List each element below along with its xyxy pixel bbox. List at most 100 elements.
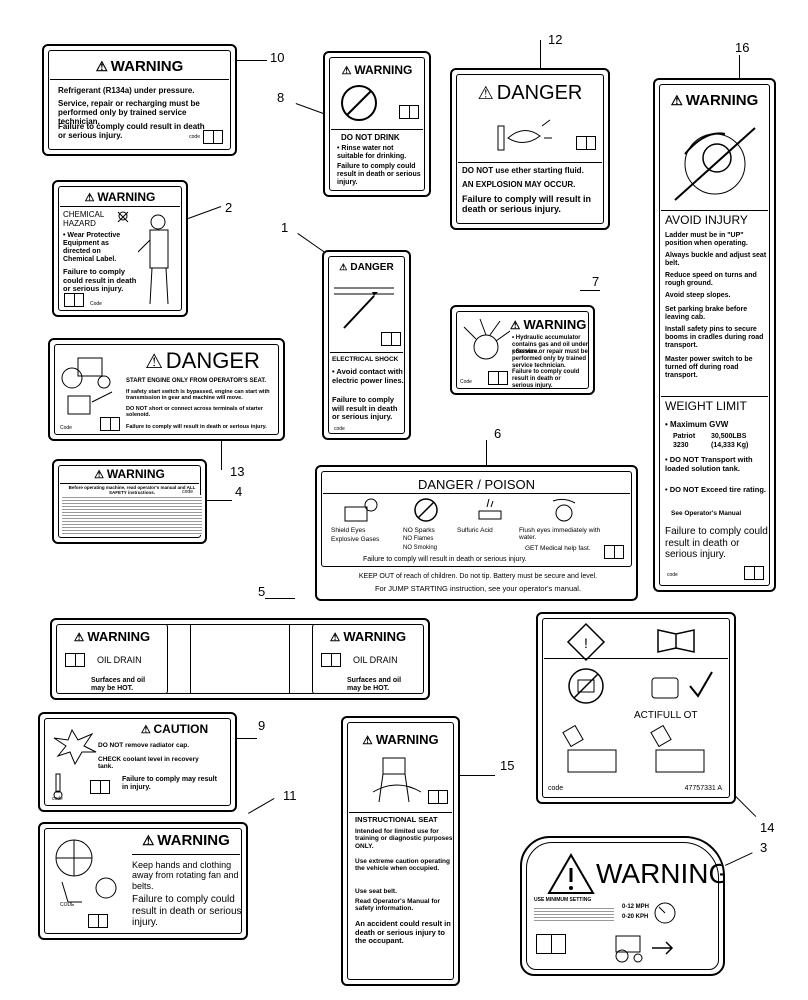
decal-16-item-7: Master power switch to be turned off dur… [665,356,753,380]
decal-11-line1: Keep hands and clothing away from rotati… [132,860,239,891]
callout-1: 1 [281,220,289,235]
decal-15-fail: An accident could result in death or ser… [355,919,451,946]
leader-11 [248,798,275,814]
callout-8: 8 [277,90,285,105]
eye-protection-icon [344,498,378,522]
decal-12-line3: Failure to comply will result in death o… [462,194,592,215]
manual-book-icon [399,105,419,119]
diamond-warning-icon: ! [566,622,606,662]
decal-12-line2: AN EXPLOSION MAY OCCUR. [462,180,576,189]
decal-5-right-header: ⚠WARNING [329,629,407,644]
decal-16-item-3: Reduce speed on turns and rough ground. [665,272,757,288]
decal-7-header: ⚠WARNING [510,317,587,332]
manual-book-icon [488,371,508,385]
callout-3: 3 [760,840,768,855]
decal-5-left-panel: ⚠WARNING OIL DRAIN Surfaces and oil may … [56,624,168,694]
decal-8-line1: • Rinse water not suitable for drinking. [337,145,407,161]
decal-6-bottom-line1: KEEP OUT of reach of children. Do not ti… [358,573,598,580]
decal-15-header: ⚠WARNING [362,732,439,747]
warning-triangle-icon: ⚠ [329,631,341,644]
manual-book-icon [381,332,401,346]
warning-triangle-icon: ⚠ [145,351,163,373]
decal-14-fuel-additive: ! ACTIFULL OT code 47757331 A [536,612,736,804]
decal-16-patriot-value: 30,500LBS [711,433,747,440]
decal-15-item-2: Use extreme caution operating the vehicl… [355,858,450,873]
warning-triangle-icon: ⚠ [362,734,373,747]
decal-16-header: ⚠WARNING [670,92,759,109]
callout-13: 13 [230,464,245,479]
warning-triangle-icon: ⚠ [84,192,95,204]
decal-16-item-4: Avoid steep slopes. [665,292,731,299]
decal-16-weight-title: WEIGHT LIMIT [665,399,747,413]
decal-6-medical-help: GET Medical help fast. [525,545,591,552]
manual-book-icon [65,653,85,667]
decal-3-speed-mph: 0-12 MPH [622,904,650,910]
decal-5-right-line: Surfaces and oil may be HOT. [347,677,402,693]
leader-5 [265,598,295,599]
decal-7-hydraulic-accumulator: ⚠WARNING • Hydraulic accumulator contain… [450,305,595,395]
callout-16: 16 [735,40,750,55]
decal-11-header: ⚠WARNING [142,832,230,849]
decal-12-line1: DO NOT use ether starting fluid. [462,166,584,175]
warning-triangle-icon: ⚠ [142,833,155,848]
callout-15: 15 [500,758,515,773]
engine-ok-icon [651,671,713,699]
leader-9 [237,738,257,739]
skull-crossbones-icon [117,211,129,223]
decal-10-line1: Refrigerant (R134a) under pressure. [58,86,195,95]
pour-tank-icon [650,724,705,773]
decal-6-explosive: Explosive Gases [331,536,380,543]
decal-14-part-number: 47757331 A [684,785,722,792]
decal-13-line2: If safety start switch is bypassed, engi… [126,389,270,402]
decal-13-line1: START ENGINE ONLY FROM OPERATOR'S SEAT. [126,378,266,384]
svg-text:!: ! [584,635,588,651]
decal-7-line3: Failure to comply could result in death … [512,369,580,389]
eye-flush-icon [552,498,576,522]
seated-person-icon [372,757,422,803]
manual-book-icon [90,780,110,794]
pour-tank-icon [562,724,617,773]
decal-1-line2: Failure to comply will result in death o… [332,395,398,422]
decal-2-line1: • Wear Protective Equipment as directed … [63,232,121,264]
warning-triangle-icon: ⚠ [477,83,494,103]
decal-6-bottom-line2: For JUMP STARTING instruction, see your … [374,584,582,593]
explosion-hand-icon [497,119,552,151]
decal-6-no-smoking: NO Smoking [403,545,438,551]
decal-12-ether-danger: ⚠DANGER DO NOT use ether starting fluid.… [450,68,610,230]
decal-10-refrigerant-warning: ⚠WARNING Refrigerant (R134a) under press… [42,44,237,156]
decal-16-model: 3230 [673,442,689,449]
warning-triangle-icon: ⚠ [670,93,683,108]
decal-8-line2: Failure to comply could result in death … [337,163,421,187]
decal-15-title: INSTRUCTIONAL SEAT [355,815,438,824]
decal-1-title: ELECTRICAL SHOCK [332,356,399,363]
manual-book-icon [536,934,566,954]
warning-triangle-icon: ⚠ [140,724,151,736]
leader-7 [580,290,600,291]
decal-8-do-not-drink: ⚠WARNING DO NOT DRINK • Rinse water not … [323,51,431,197]
callout-10: 10 [270,50,285,65]
manual-book-icon [100,417,120,431]
decal-8-header: ⚠WARNING [341,63,413,77]
callout-5: 5 [258,584,266,599]
decal-16-gvw: • Maximum GVW [665,420,729,429]
decal-9-line3: Failure to comply may result in injury. [122,776,217,792]
fan-belt-hand-icon [55,839,117,903]
decal-1-header: ⚠DANGER [339,262,394,273]
decal-4-code: code [182,489,193,495]
no-drinking-icon [341,85,377,121]
callout-6: 6 [494,426,502,441]
decal-15-item-1: Intended for limited use for training or… [355,828,453,850]
decal-16-item-6: Install safety pins to secure booms in c… [665,326,764,350]
callout-11: 11 [283,788,297,803]
decal-10-line2: Service, repair or recharging must be pe… [58,99,200,127]
decal-4-fineprint [62,495,202,535]
decal-14-code: code [548,785,564,792]
decal-3-minimum-setting-warning: WARNING USE MINIMUM SETTING 0-12 MPH 0-2… [520,836,725,976]
callout-14: 14 [760,820,775,835]
no-engine-icon [568,668,604,704]
decal-8-title: DO NOT DRINK [341,133,400,142]
decal-4-operating-warning: ⚠WARNING Before operating machine, read … [52,459,207,544]
decal-1-line1: • Avoid contact with electric power line… [332,367,404,385]
warning-triangle-icon: ⚠ [95,59,108,74]
no-flames-icon [414,498,438,522]
